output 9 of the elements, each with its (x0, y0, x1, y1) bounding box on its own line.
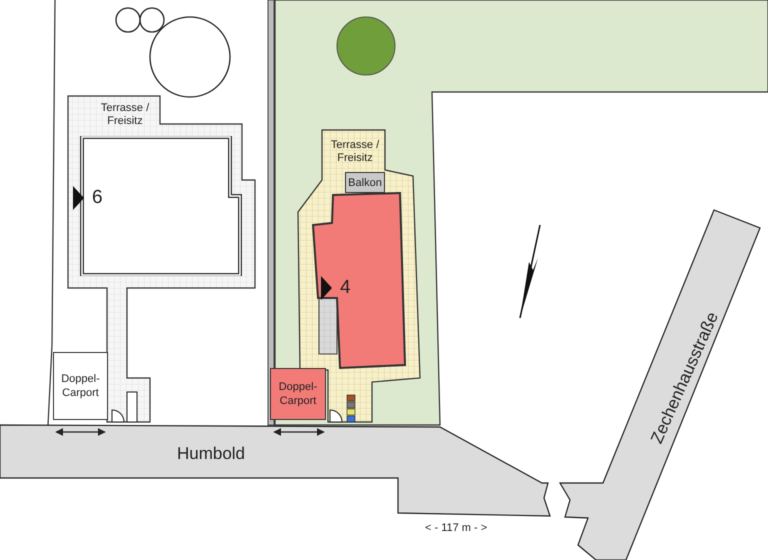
distance-label: < - 117 m - > (425, 522, 488, 534)
balcony: Balkon (345, 172, 385, 193)
house-number: 6 (92, 187, 103, 209)
area-label: Terrasse / Freisitz (320, 139, 390, 165)
area-label: Terrasse / Freisitz (85, 102, 165, 128)
carport: Doppel-Carport (270, 368, 326, 420)
street-name: Humbold (172, 444, 250, 464)
house-number: 4 (340, 277, 351, 299)
carport: Doppel-Carport (53, 352, 108, 420)
